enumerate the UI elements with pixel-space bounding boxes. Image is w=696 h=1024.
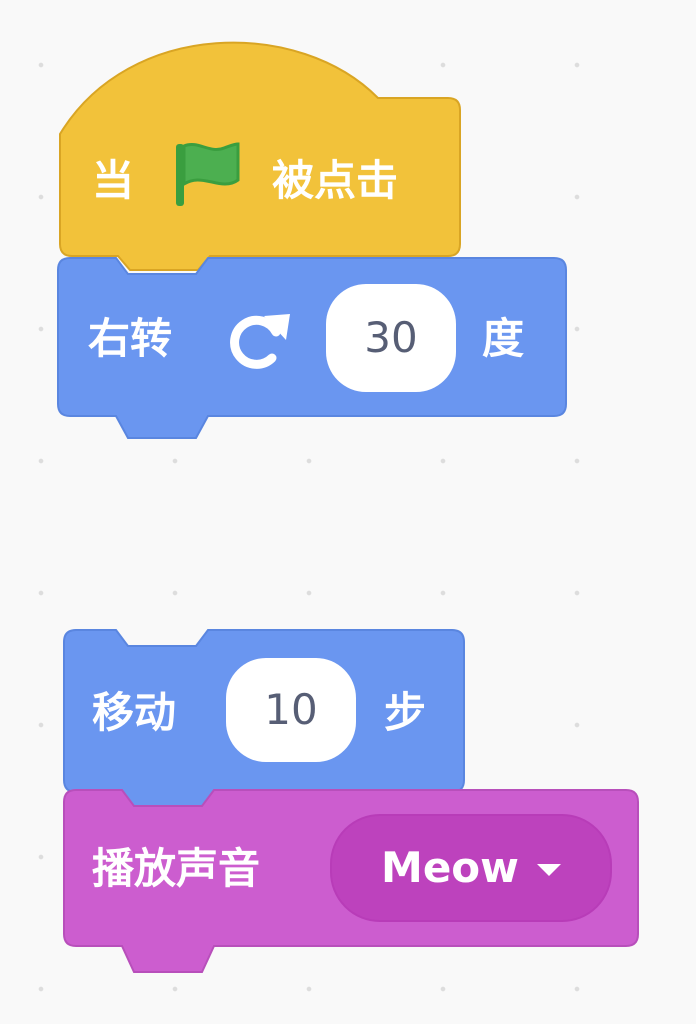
move-label: 移动: [92, 688, 177, 737]
hat-block-shape: [59, 41, 461, 271]
turn-degrees-input[interactable]: 30: [326, 284, 456, 392]
turn-right-label: 右转: [88, 314, 173, 363]
when-flag-clicked-block[interactable]: 当 被点击: [59, 41, 461, 271]
move-steps-input[interactable]: 10: [226, 658, 356, 762]
when-label: 当: [92, 156, 135, 205]
degrees-unit-label: 度: [482, 314, 525, 363]
green-flag-icon: [172, 140, 242, 212]
clicked-label: 被点击: [272, 156, 399, 205]
sound-dropdown[interactable]: Meow: [330, 814, 612, 922]
move-steps-block[interactable]: 移动 10 步: [63, 628, 468, 818]
turn-right-block[interactable]: 右转 30 度: [57, 256, 568, 446]
play-sound-block[interactable]: 播放声音 Meow: [63, 788, 640, 978]
play-sound-label: 播放声音: [92, 844, 261, 893]
rotate-clockwise-icon: [228, 306, 296, 372]
caret-down-icon: [536, 864, 561, 876]
steps-unit-label: 步: [384, 688, 427, 737]
sound-name: Meow: [381, 843, 519, 892]
